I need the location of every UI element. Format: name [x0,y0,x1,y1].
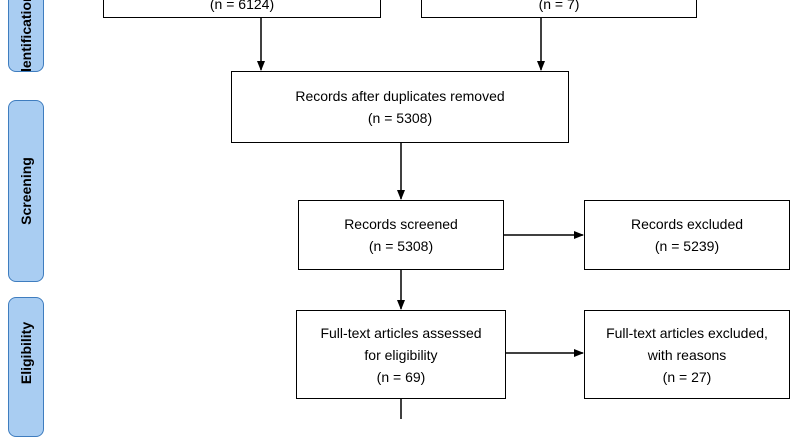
box-records-screened: Records screened (n = 5308) [298,200,504,270]
box-fulltext-assessed-count: (n = 69) [376,368,426,385]
box-after-duplicates: Records after duplicates removed (n = 53… [231,71,569,143]
box-after-duplicates-title: Records after duplicates removed [295,88,505,104]
box-records-screened-title: Records screened [344,216,458,232]
box-records-screened-count: (n = 5308) [368,238,434,254]
box-records-excluded: Records excluded (n = 5239) [584,200,790,270]
box-records-excluded-count: (n = 5239) [654,238,720,254]
box-database-records: (n = 6124) [103,0,381,18]
box-records-excluded-title: Records excluded [630,216,744,232]
box-other-records-count: (n = 7) [538,0,580,12]
stage-screening: Screening [8,100,44,282]
box-fulltext-assessed: Full-text articles assessed for eligibil… [296,310,506,399]
stage-eligibility: Eligibility [8,297,44,437]
box-after-duplicates-count: (n = 5308) [367,110,433,126]
box-fulltext-excluded-line1: Full-text articles excluded, [606,324,768,341]
box-fulltext-assessed-line1: Full-text articles assessed [320,324,482,341]
box-fulltext-assessed-line2: for eligibility [364,346,438,363]
box-database-records-count: (n = 6124) [209,0,275,12]
box-fulltext-excluded-line2: with reasons [647,346,727,363]
stage-identification: Identification [8,0,44,72]
box-other-records: (n = 7) [421,0,697,18]
flow-arrows [257,18,584,419]
box-fulltext-excluded: Full-text articles excluded, with reason… [584,310,790,399]
box-fulltext-excluded-count: (n = 27) [662,368,712,385]
